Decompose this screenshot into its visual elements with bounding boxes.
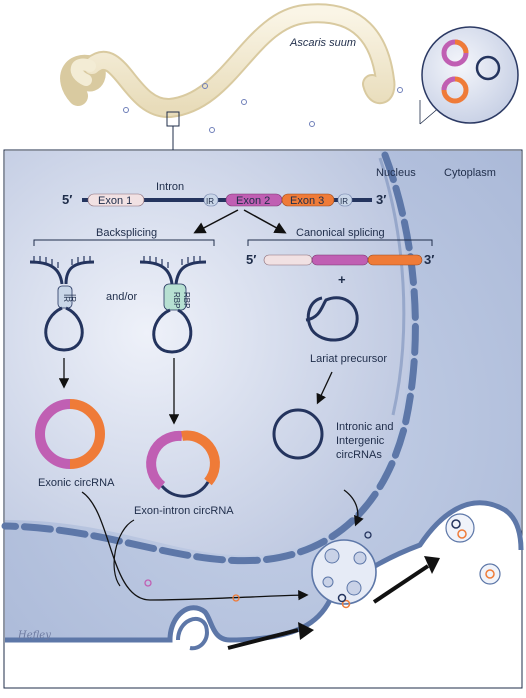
ir-left-box (203, 193, 219, 207)
backsplicing-label: Backsplicing (96, 227, 157, 239)
arrow-to-backsplicing (193, 209, 239, 234)
free-circrna-2 (144, 579, 152, 587)
arrow-to-canonical (243, 209, 287, 234)
exon1-label: Exon 1 (98, 195, 132, 207)
ascaris-worm (60, 3, 396, 118)
ir-right-label: IR (340, 197, 348, 206)
ir-mediated-loop (29, 256, 95, 352)
intron-label: Intron (156, 181, 184, 193)
rbp-label-2: RBP (182, 292, 191, 308)
exon2-label: Exon 2 (236, 195, 270, 207)
canonical-bracket (247, 239, 433, 246)
exonic-label: Exonic circRNA (38, 477, 115, 489)
organism-label: Ascaris suum (289, 37, 356, 49)
exon3-label: Exon 3 (290, 195, 324, 207)
pre-mrna-gene (82, 193, 372, 207)
exonic-circrna (35, 399, 105, 469)
and-or-label: and/or (106, 291, 138, 303)
cytoplasm-label: Cytoplasm (444, 167, 496, 179)
spliced-mrna (263, 254, 423, 266)
rbp-mediated-loop (139, 256, 207, 354)
lariat-precursor (305, 296, 359, 342)
free-circrna-1 (364, 531, 372, 539)
magnified-vesicle (419, 26, 519, 125)
lariat-label: Lariat precursor (310, 353, 387, 365)
extracellular-vesicles (123, 83, 403, 133)
plus-sign: + (338, 272, 346, 287)
gene-3prime: 3′ (376, 192, 386, 207)
arrow-to-intronic (316, 371, 333, 405)
exon-intron-label: Exon-intron circRNA (134, 505, 234, 517)
rbp-label-1: RBP (172, 292, 181, 308)
gene-5prime: 5′ (62, 192, 72, 207)
free-circrna-3 (232, 594, 240, 602)
exon1-box (87, 193, 145, 207)
canonical-label: Canonical splicing (296, 227, 385, 239)
intronic-label-2: Intergenic (336, 435, 385, 447)
multivesicular-body (311, 539, 377, 609)
intronic-label-3: circRNAs (336, 449, 382, 461)
mrna-5prime: 5′ (246, 252, 256, 267)
exon-intron-circrna (146, 430, 220, 498)
export-path-intronic (343, 489, 364, 527)
big-arrow-2 (372, 564, 430, 604)
exon3-box (281, 193, 335, 207)
intronic-label-1: Intronic and (336, 421, 393, 433)
export-path-exonic (81, 491, 309, 601)
cell-panel (1, 149, 524, 689)
mrna-3prime: 3′ (424, 252, 434, 267)
released-vesicles (445, 513, 501, 585)
big-arrow-1 (227, 628, 299, 650)
artist-signature: Hefley (17, 630, 51, 641)
ir-pair-label-1: IR (62, 294, 71, 302)
ir-right-box (337, 193, 353, 207)
intronic-circrna (272, 408, 324, 460)
backsplicing-bracket (33, 239, 215, 246)
ir-pair-label-2: IR (68, 294, 77, 302)
export-path-exon-intron (113, 519, 135, 587)
nucleus-label: Nucleus (376, 167, 416, 179)
ir-left-label: IR (206, 197, 214, 206)
